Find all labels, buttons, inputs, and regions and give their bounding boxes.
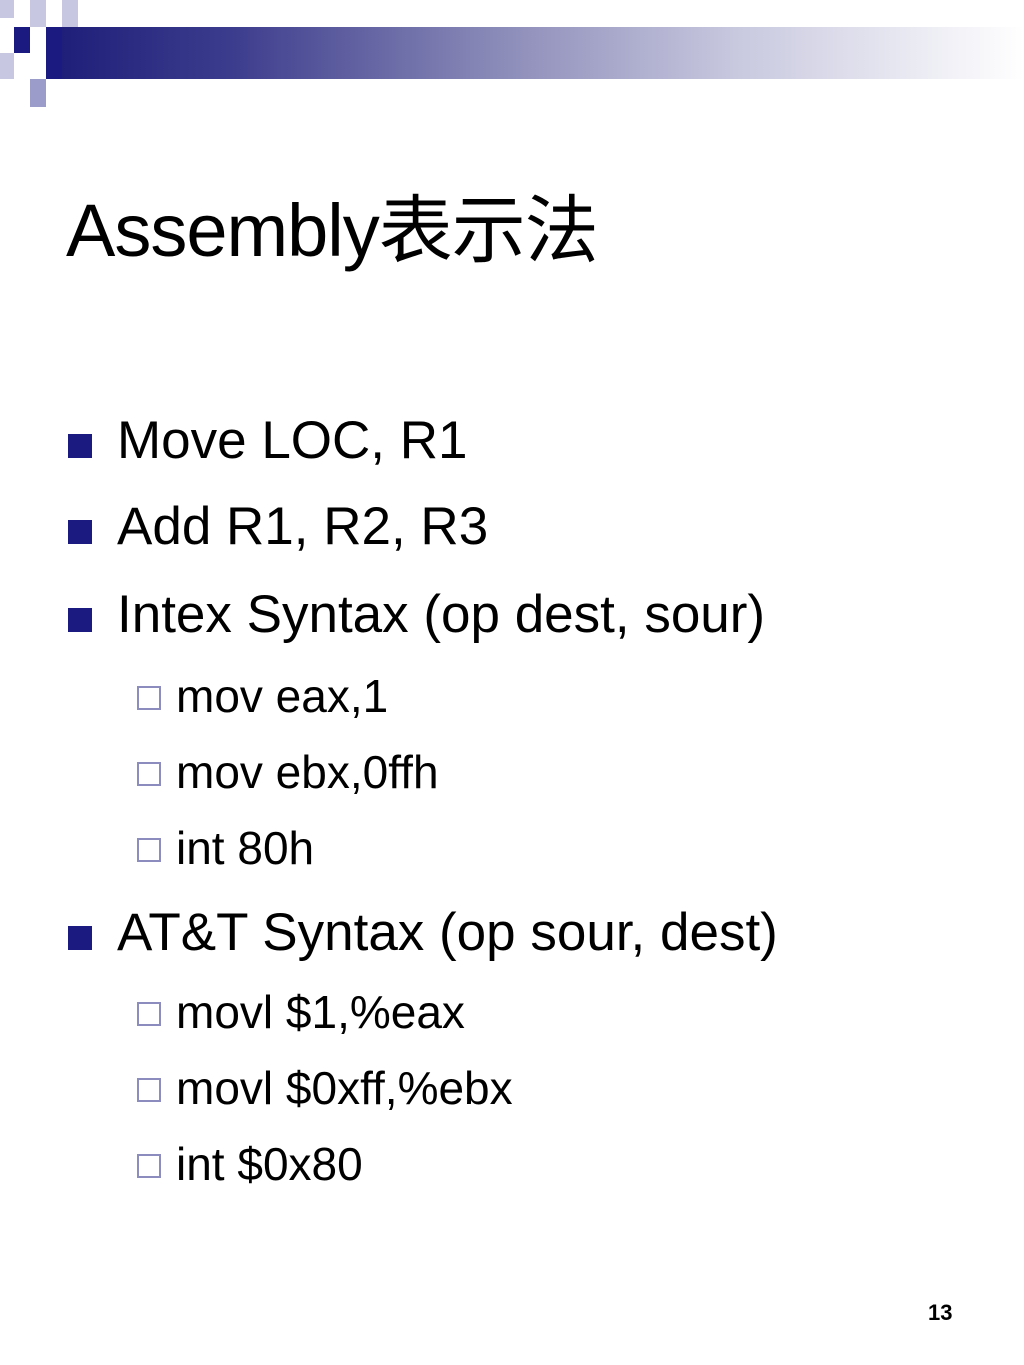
header-square	[0, 53, 14, 79]
header-square	[30, 79, 46, 107]
sub-bullet-text: int $0x80	[176, 1138, 363, 1190]
page-number: 13	[928, 1300, 953, 1325]
header-gradient-bar	[62, 27, 1024, 79]
sub-bullet-text: mov eax,1	[176, 670, 389, 722]
header-square	[30, 0, 46, 27]
header-square	[14, 0, 30, 18]
slide-title: Assembly表示法	[66, 189, 599, 272]
header-square	[14, 27, 30, 53]
sub-bullet-text: mov ebx,0ffh	[176, 746, 439, 798]
filled-square-bullet-icon	[68, 520, 92, 544]
sub-bullet-text: movl $0xff,%ebx	[176, 1062, 513, 1114]
filled-square-bullet-icon	[68, 434, 92, 458]
header-square	[46, 27, 62, 79]
header-square	[62, 0, 78, 27]
hollow-square-bullet-icon	[137, 1002, 161, 1026]
filled-square-bullet-icon	[68, 926, 92, 950]
header-square	[14, 53, 30, 79]
filled-square-bullet-icon	[68, 608, 92, 632]
hollow-square-bullet-icon	[137, 1154, 161, 1178]
bullet-text: Move LOC, R1	[117, 411, 468, 470]
hollow-square-bullet-icon	[137, 686, 161, 710]
hollow-square-bullet-icon	[137, 1078, 161, 1102]
header-square	[0, 0, 14, 18]
sub-bullet-text: int 80h	[176, 822, 315, 874]
sub-bullet-text: movl $1,%eax	[176, 986, 465, 1038]
header-square	[30, 27, 46, 53]
hollow-square-bullet-icon	[137, 762, 161, 786]
bullet-text: Add R1, R2, R3	[117, 497, 489, 556]
bullet-text: AT&T Syntax (op sour, dest)	[117, 903, 778, 962]
hollow-square-bullet-icon	[137, 838, 161, 862]
bullet-text: Intex Syntax (op dest, sour)	[117, 585, 766, 644]
